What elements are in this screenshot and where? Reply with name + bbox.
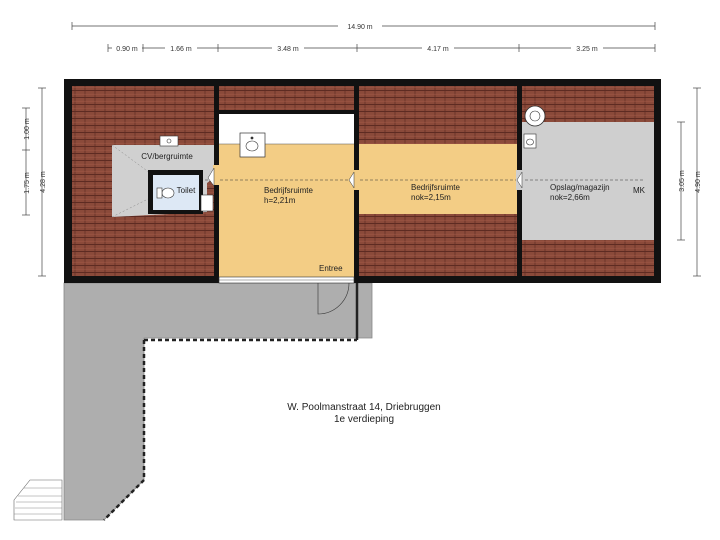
dim-right-inner: 3.05 m bbox=[679, 170, 686, 192]
toilet-icon bbox=[156, 187, 175, 199]
label-cv-storage: CV/bergruimte bbox=[141, 152, 193, 161]
dim-seg-4: 4.17 m bbox=[427, 46, 449, 53]
room-storage-right: Opslag/magazijn nok=2,66m MK bbox=[522, 105, 654, 240]
roof-center-top bbox=[219, 86, 354, 110]
dim-seg-5: 3.25 m bbox=[576, 46, 598, 53]
label-entrance: Entree bbox=[319, 264, 343, 273]
sink-icon bbox=[159, 135, 179, 147]
roof-right-bottom bbox=[359, 214, 517, 276]
caption-address: W. Poolmanstraat 14, Driebruggen bbox=[287, 402, 440, 413]
terrace bbox=[63, 282, 373, 521]
room-work-1: Bedrijfsruimte h=2,21m Entree bbox=[219, 114, 354, 277]
label-storage-right: Opslag/magazijn bbox=[550, 183, 610, 192]
caption-floor: 1e verdieping bbox=[334, 414, 394, 425]
boiler-icon bbox=[524, 105, 546, 127]
washbasin-icon bbox=[200, 194, 214, 212]
dim-seg-1: 0.90 m bbox=[116, 46, 138, 53]
entrance-door bbox=[218, 276, 355, 315]
label-work-2: Bedrijfsruimte bbox=[411, 183, 460, 192]
dim-total-width: 14.90 m bbox=[347, 24, 372, 31]
dim-seg-2: 1.66 m bbox=[170, 46, 192, 53]
label-work-2-height: nok=2,15m bbox=[411, 193, 451, 202]
segment-dimensions: 0.90 m 1.66 m 3.48 m 4.17 m 3.25 m bbox=[107, 43, 656, 53]
room-work-2: Bedrijfsruimte nok=2,15m bbox=[359, 144, 517, 214]
label-work-1: Bedrijfsruimte bbox=[264, 186, 313, 195]
sink-icon bbox=[239, 132, 266, 158]
left-dimensions: 4.28 m 1.00 m 1.75 m bbox=[22, 87, 47, 277]
dim-seg-3: 3.48 m bbox=[277, 46, 299, 53]
interior-walls bbox=[207, 86, 523, 276]
label-mk: MK bbox=[633, 186, 646, 195]
staircase bbox=[13, 479, 63, 521]
top-total-dimension: 14.90 m bbox=[71, 20, 656, 31]
label-storage-right-height: nok=2,66m bbox=[550, 193, 590, 202]
toilet-icon bbox=[523, 133, 537, 149]
roof-far-bottom bbox=[522, 240, 654, 276]
label-work-1-height: h=2,21m bbox=[264, 196, 296, 205]
dim-right-total: 4.90 m bbox=[695, 171, 702, 193]
label-toilet: Toilet bbox=[177, 186, 196, 195]
dim-left-top: 1.00 m bbox=[24, 118, 31, 140]
room-toilet: Toilet bbox=[148, 170, 214, 214]
dim-left-bottom: 1.75 m bbox=[24, 172, 31, 194]
roof-right-top bbox=[359, 86, 517, 144]
dim-left-total: 4.28 m bbox=[40, 171, 47, 193]
right-dimensions: 3.05 m 4.90 m bbox=[677, 87, 702, 277]
